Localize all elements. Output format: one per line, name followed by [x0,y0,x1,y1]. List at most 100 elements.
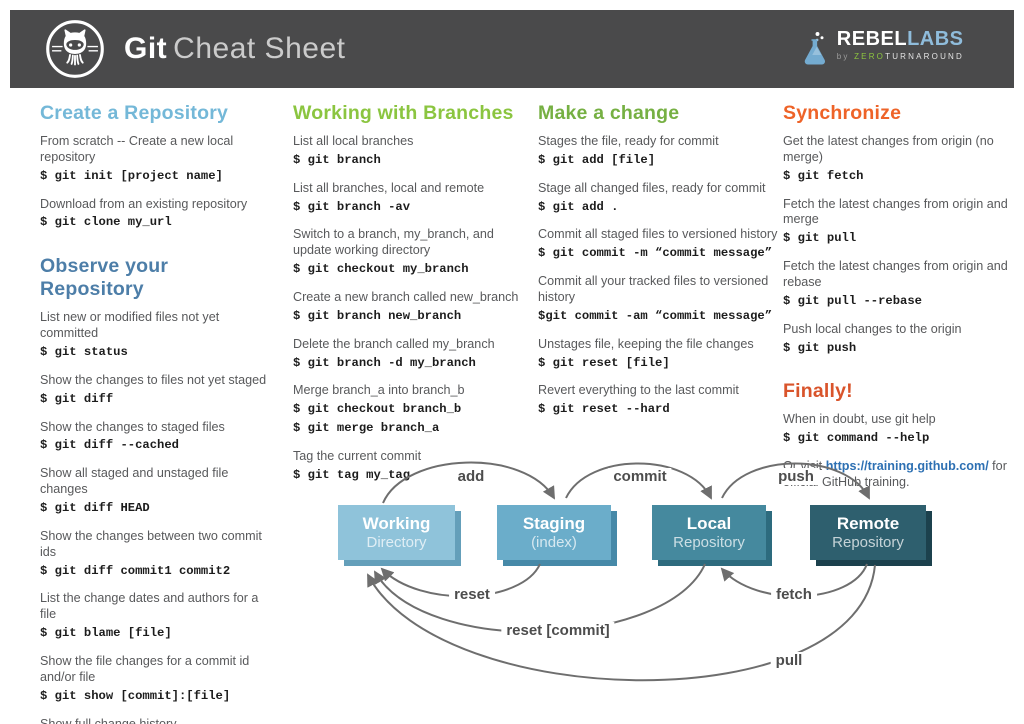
box-local-repository: Local Repository [652,505,766,560]
box-remote-line2: Repository [832,533,904,551]
command-description: Merge branch_a into branch_b [293,383,465,398]
command-description: List the change dates and authors for a … [40,591,259,622]
command-description: List all local branches [293,134,414,148]
command-code: $ git checkout branch_b [293,402,462,417]
command-code: $ git status [40,345,128,360]
command-code: $ git branch -av [293,199,411,214]
command-description: From scratch -- Create a new local repos… [40,134,234,164]
command-description: When in doubt, use git help [783,412,936,427]
command-item: List new or modified files not yet commi… [40,310,277,361]
command-code: $ git tag my_tag [293,467,411,482]
command-code: $ git checkout my_branch [293,262,469,277]
command-item: Revert everything to the last commit $ gi… [538,383,783,418]
command-item: Stage all changed files, ready for commi… [538,181,783,216]
command-item: Switch to a branch, my_branch, and updat… [293,227,531,278]
command-description: Stages the file, ready for commit [538,134,719,148]
command-item: Delete the branch called my_branch $ git … [293,337,531,372]
command-item: Show all staged and unstaged file change… [40,466,277,517]
command-description: Unstages file, keeping the file changes [538,336,754,351]
command-description: Create a new branch called new_branch [293,290,519,305]
rebellabs-wordmark: REBELLABS by ZEROTURNAROUND [837,29,964,61]
command-description: Show all staged and unstaged file change… [40,466,229,497]
command-item: Fetch the latest changes from origin and… [783,197,1011,248]
command-code: $ git fetch [783,168,864,183]
command-code: $ git add [file] [538,152,656,167]
box-staging-line2: (index) [531,533,577,551]
box-working-line1: Working [362,514,431,534]
command-description: List all branches, local and remote [293,180,485,195]
command-code: $ git merge branch_a [293,421,440,436]
command-item: Get the latest changes from origin (no m… [783,134,1011,185]
label-add: add [452,468,490,485]
command-code: $ git add . [538,199,619,214]
title-cheat-sheet: Cheat Sheet [173,32,346,65]
command-description: Tag the current commit [293,449,422,464]
command-item: Show the file changes for a commit id an… [40,654,277,705]
section-title-observe-your-repository: Observe your Repository [40,255,169,301]
command-item: Fetch the latest changes from origin and… [783,259,1011,310]
brand-zero: ZERO [854,52,886,61]
command-code: $ git branch -d my_branch [293,355,476,370]
command-code: $ git reset [file] [538,355,670,370]
command-item: List all local branches $ git branch [293,134,531,169]
command-item: Commit all your tracked files to version… [538,274,783,325]
box-working-directory: Working Directory [338,505,455,560]
box-remote-repository: Remote Repository [810,505,926,560]
command-description: Revert everything to the last commit [538,383,739,398]
command-item: Download from an existing repository$ gi… [40,197,277,232]
flask-icon [804,32,825,65]
command-description: Fetch the latest changes from origin and… [783,196,1008,227]
command-description: Show the file changes for a commit id an… [40,654,250,684]
command-item: From scratch -- Create a new local repos… [40,134,277,185]
title-git: Git [124,32,168,65]
command-item: Show the changes to staged files $ git di… [40,420,277,455]
rebellabs-logo: REBELLABS by ZEROTURNAROUND [801,29,964,69]
box-working-line2: Directory [366,533,427,551]
command-code: $git commit -am “commit message” [538,308,773,323]
command-description: Show the changes to files not yet staged [40,372,267,387]
command-code: $ git pull --rebase [783,293,922,308]
label-pull: pull [770,652,808,669]
training-link[interactable]: https://training.github.com/ [825,459,989,474]
section-title-synchronize: Synchronize [783,102,902,124]
command-item: List all branches, local and remote $ git… [293,181,531,216]
command-code: $ git reset --hard [538,402,670,417]
command-code: $ git branch new_branch [293,308,462,323]
command-code: $ git command --help [783,431,930,446]
command-item: List the change dates and authors for a … [40,591,277,642]
command-description: Switch to a branch, my_branch, and updat… [293,227,494,258]
command-item: Show the changes to files not yet staged… [40,373,277,408]
command-item: Create a new branch called new_branch $ g… [293,290,531,325]
box-staging-line1: Staging [522,514,586,534]
command-description: Push local changes to the origin [783,321,962,336]
command-item: Merge branch_a into branch_b $ git checko… [293,383,531,437]
label-push: push [773,468,819,485]
brand-turnaround: TURNAROUND [885,52,964,61]
command-description: Delete the branch called my_branch [293,336,495,351]
command-description: Show the changes to staged files [40,419,225,434]
section-title-make-a-change: Make a change [538,102,680,124]
label-reset-commit: reset [commit] [501,622,615,639]
command-code: $ git diff [40,391,114,406]
command-code: $ git commit -m “commit message” [538,246,773,261]
command-code: $ git branch [293,152,381,167]
command-code: $ git pull [783,231,857,246]
command-description: List new or modified files not yet commi… [40,310,220,341]
label-fetch: fetch [771,586,817,603]
command-description: Show the changes between two commit ids [40,528,262,559]
box-local-line1: Local [686,514,732,534]
command-item: Show the changes between two commit ids$… [40,529,277,580]
command-code: $ git blame [file] [40,626,172,641]
command-code: $ git diff --cached [40,438,179,453]
box-local-line2: Repository [673,533,745,551]
